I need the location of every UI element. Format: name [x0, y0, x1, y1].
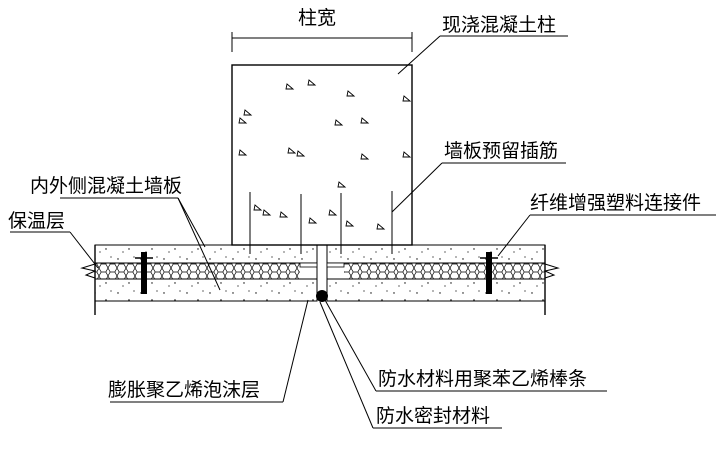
label-sealant: 防水密封材料	[319, 301, 502, 429]
foam-strip-left	[299, 262, 318, 268]
label-connector: 纤维增强塑料连接件	[497, 192, 716, 257]
aggregate-mark	[296, 150, 306, 157]
aggregate-mark	[337, 181, 347, 188]
aggregate-mark	[262, 209, 272, 216]
label-rebar: 墙板预留插筋	[391, 140, 566, 213]
aggregate-mark	[279, 211, 289, 218]
aggregate-mark	[360, 153, 370, 160]
dimension-label: 柱宽	[298, 7, 336, 29]
aggregate-mark	[402, 151, 412, 158]
svg-text:现浇混凝土柱: 现浇混凝土柱	[442, 14, 556, 36]
aggregate-mark	[328, 209, 338, 216]
aggregate-mark	[360, 117, 370, 124]
svg-text:防水材料用聚苯乙烯棒条: 防水材料用聚苯乙烯棒条	[378, 368, 587, 390]
panel-joint	[299, 244, 345, 302]
label-column: 现浇混凝土柱	[397, 14, 568, 75]
aggregate-mark	[376, 223, 386, 230]
aggregate-mark	[285, 83, 295, 90]
svg-text:纤维增强塑料连接件: 纤维增强塑料连接件	[530, 192, 701, 214]
aggregate-mark	[334, 119, 344, 126]
break-mark-left	[80, 263, 97, 279]
label-foam: 膨胀聚乙烯泡沫层	[108, 299, 309, 403]
wall-panel-left	[94, 244, 318, 315]
label-insulation: 保温层	[8, 210, 99, 269]
label-wall-panels: 内外侧混凝土墙板	[30, 175, 221, 291]
aggregate-mark	[402, 95, 412, 102]
aggregate-mark	[308, 217, 318, 224]
wall-panel-right	[326, 244, 546, 315]
svg-text:内外侧混凝土墙板: 内外侧混凝土墙板	[30, 175, 182, 197]
aggregate-mark	[287, 147, 297, 154]
aggregate-mark	[345, 220, 355, 227]
aggregate-mark	[238, 117, 248, 124]
aggregate-mark	[253, 204, 263, 211]
column-width-dimension: 柱宽	[231, 7, 413, 52]
aggregate-mark	[238, 149, 248, 156]
frp-connector-right	[486, 252, 492, 294]
column-aggregate-marks	[238, 79, 412, 230]
svg-text:保温层: 保温层	[8, 210, 65, 232]
aggregate-mark	[243, 109, 253, 116]
frp-connector-left	[141, 252, 147, 294]
label-backer-rod: 防水材料用聚苯乙烯棒条	[324, 299, 607, 392]
svg-text:墙板预留插筋: 墙板预留插筋	[444, 140, 558, 162]
svg-text:膨胀聚乙烯泡沫层: 膨胀聚乙烯泡沫层	[108, 379, 260, 401]
cast-in-place-column	[231, 64, 413, 254]
svg-text:防水密封材料: 防水密封材料	[376, 405, 490, 427]
backer-rod	[316, 290, 328, 302]
aggregate-mark	[307, 79, 317, 86]
break-mark-right	[543, 263, 560, 279]
aggregate-mark	[346, 90, 356, 97]
foam-strip-right	[326, 262, 345, 268]
